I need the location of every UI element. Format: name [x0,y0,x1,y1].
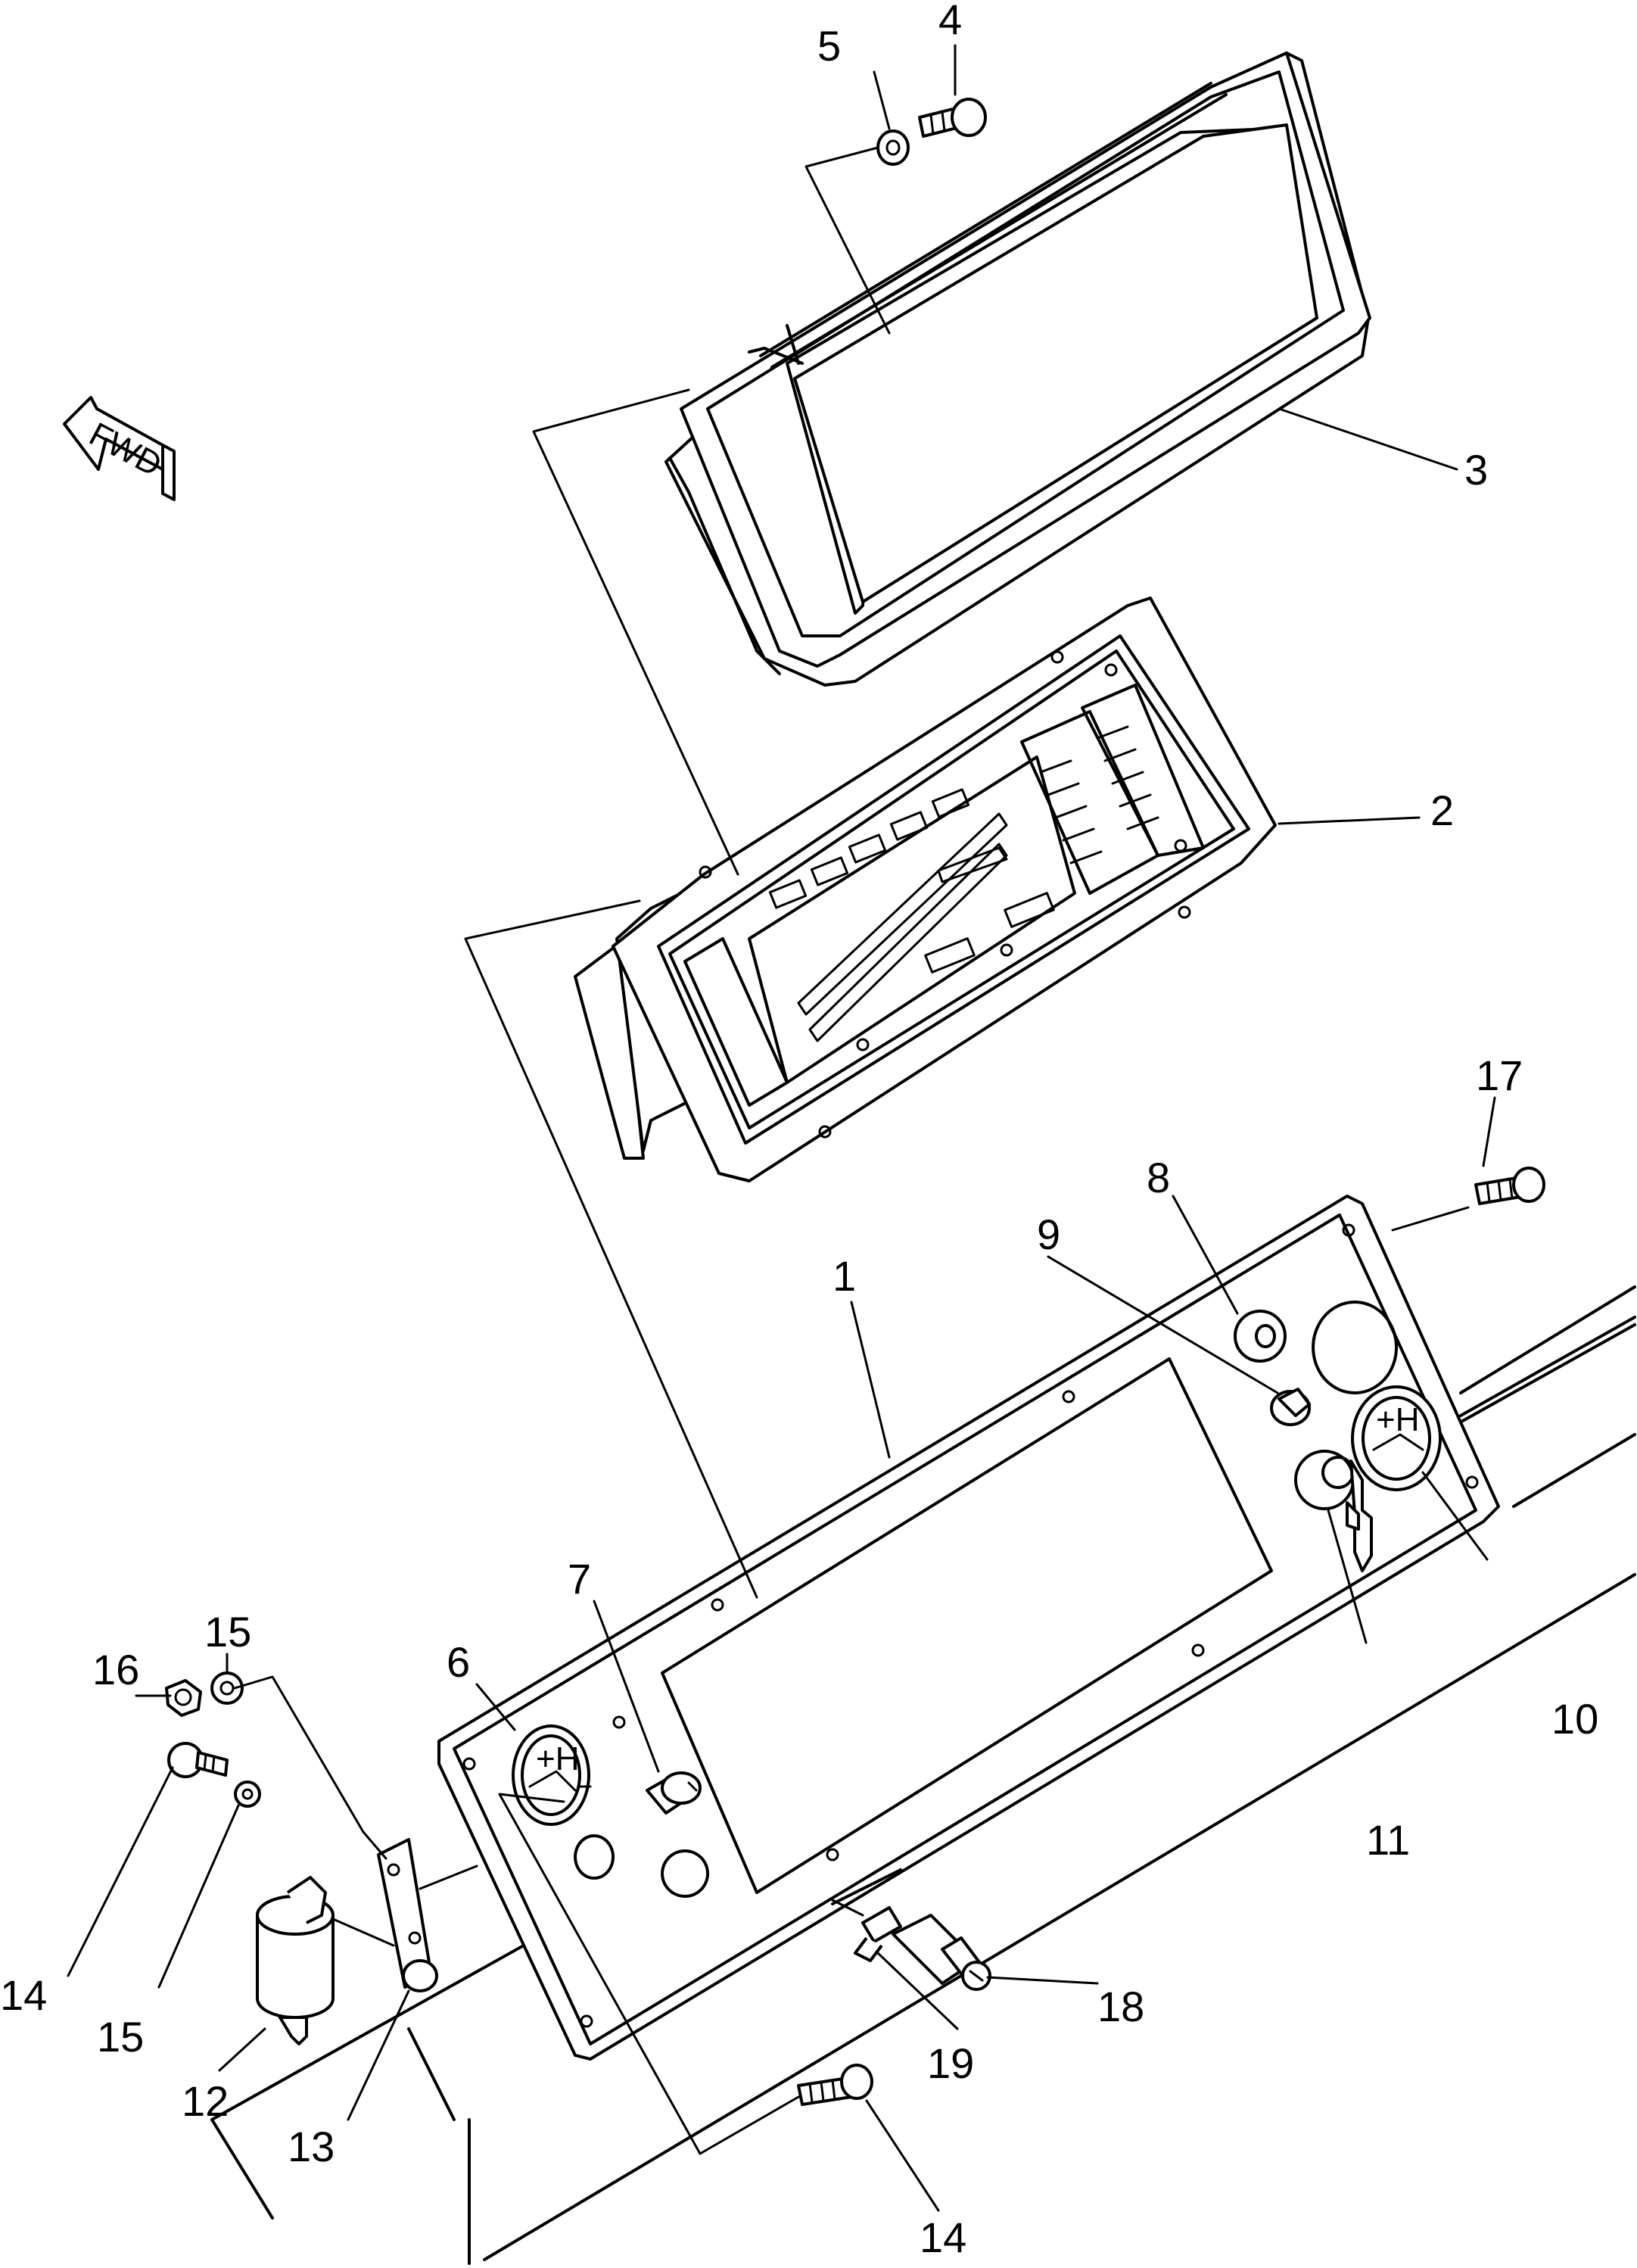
left-gauge: +H [512,1724,590,1826]
callout-18: 18 [1097,1983,1144,2030]
callout-3: 3 [1464,446,1488,494]
callout-leaders [67,44,1496,2212]
callout-11: 11 [1366,1816,1410,1864]
plug [1270,1388,1311,1426]
callout-8: 8 [1147,1154,1170,1201]
instrument-panel [210,1195,1636,2265]
starter-switch-key [1294,1450,1373,1572]
svg-text:+H: +H [536,1740,579,1777]
callout-9: 9 [1037,1210,1060,1258]
svg-text:+H: +H [1376,1401,1419,1438]
callout-14: 14 [920,2213,966,2261]
fwd-arrow-icon: FWD [63,396,176,501]
switch-lever [854,1906,902,1962]
screw-right [1474,1167,1545,1205]
callout-4: 4 [938,0,962,43]
washer-lower [234,1780,261,1808]
callout-6: 6 [447,1638,470,1686]
right-gauge: +H [1351,1385,1442,1491]
monitor-warning-lamps [768,788,1055,974]
monitor-bar-graphs [797,812,1008,1042]
relay [256,1876,335,2045]
callout-13: 13 [288,2123,335,2170]
screw-top [918,98,987,138]
callout-2: 2 [1430,787,1454,834]
callout-16: 16 [92,1646,139,1693]
bracket [377,1838,438,1992]
knob [1234,1310,1287,1363]
callout-15: 15 [204,1608,251,1656]
callout-14: 14 [0,1971,47,2019]
bolt-left [167,1742,229,1778]
callout-19: 19 [927,2039,974,2087]
monitor-right-lamp-columns [1039,725,1159,865]
panel-switch [646,1771,702,1815]
callout-17: 17 [1476,1051,1523,1099]
switch-cylinder [892,1914,991,1991]
callout-1: 1 [833,1252,856,1300]
callout-15: 15 [97,2013,144,2061]
panel-hood [664,51,1371,687]
washer-upper [210,1671,244,1705]
assembly-lines [233,146,891,2155]
washer-top [876,129,910,166]
nut [165,1679,202,1717]
callout-labels: 1 2 3 4 5 6 7 8 9 10 11 12 13 14 14 15 1… [0,0,1598,2261]
callout-12: 12 [182,2077,229,2125]
monitor-panel [574,597,1277,1182]
callout-10: 10 [1551,1695,1598,1743]
bolt-bottom [797,2064,873,2106]
callout-7: 7 [568,1555,591,1603]
callout-5: 5 [817,22,841,70]
